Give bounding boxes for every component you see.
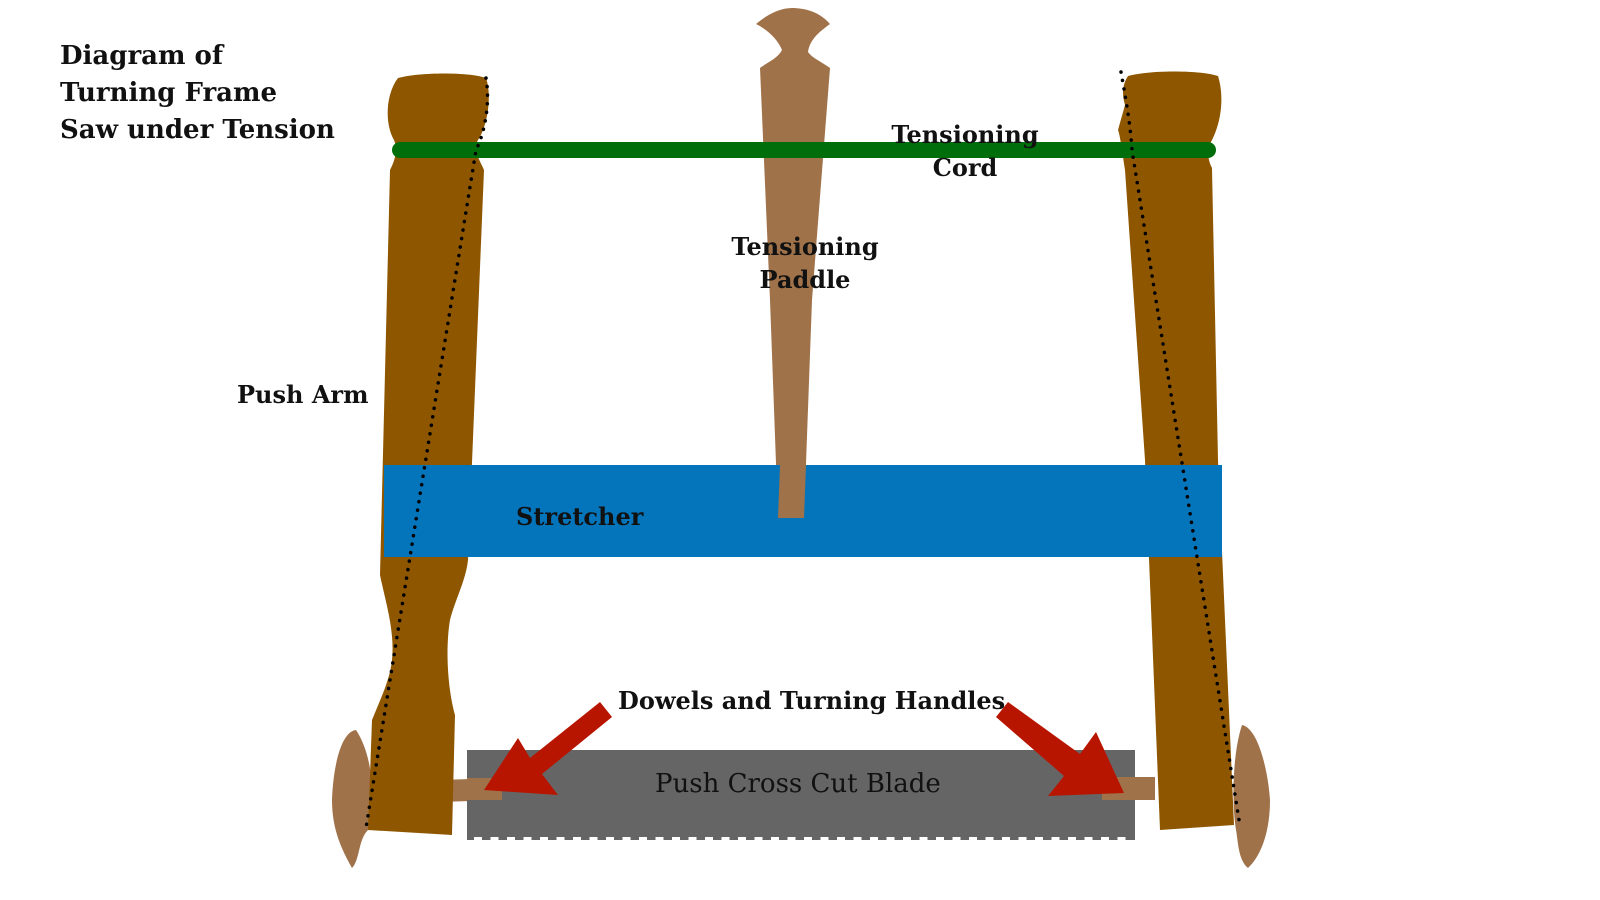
tensioning-paddle-label: Tensioning Paddle (720, 230, 890, 296)
blade-tooth-gap (771, 837, 779, 841)
blade-tooth-gap (886, 837, 895, 841)
left-turning-handle (332, 730, 373, 868)
tensioning-cord-label-line-2: Cord (932, 153, 998, 182)
blade-tooth-gap (952, 837, 961, 841)
blade-tooth-gap (540, 837, 548, 841)
blade-tooth-gap (1018, 837, 1027, 841)
blade-tooth-gap (754, 837, 763, 841)
right-turning-handle (1233, 725, 1270, 868)
blade-tooth-gap (903, 837, 911, 841)
title-line-3: Saw under Tension (60, 115, 335, 145)
tensioning-cord-label-line-1: Tensioning (891, 120, 1039, 149)
blade-tooth-gap (589, 837, 598, 841)
right-arrow (996, 702, 1124, 796)
blade-tooth-gap (1068, 837, 1076, 841)
blade-tooth-gap (985, 837, 994, 841)
blade-tooth-gap (507, 837, 515, 841)
blade-tooth-gap (870, 837, 878, 841)
blade-tooth-gap (738, 837, 746, 841)
blade-tooth-gap (655, 837, 664, 841)
blade-tooth-gap (1002, 837, 1010, 841)
blade-tooth-gap (639, 837, 647, 841)
blade-tooth-gap (573, 837, 581, 841)
blade-tooth-gap (1117, 837, 1126, 841)
left-arrow (484, 702, 612, 795)
tensioning-paddle (756, 8, 830, 518)
blade-tooth-gap (721, 837, 730, 841)
tensioning-paddle-label-line-2: Paddle (759, 265, 851, 294)
dowels-handles-label: Dowels and Turning Handles (618, 686, 1006, 715)
blade-tooth-gap (1035, 837, 1043, 841)
title-line-1: Diagram of (60, 41, 224, 71)
blade-teeth (474, 837, 1126, 841)
blade-tooth-gap (1101, 837, 1109, 841)
blade-label: Push Cross Cut Blade (655, 769, 941, 799)
blade-tooth-gap (837, 837, 845, 841)
right-dotted-line (1119, 70, 1242, 828)
blade-tooth-gap (1084, 837, 1093, 841)
blade-tooth-gap (820, 837, 829, 841)
right-push-arm (1118, 71, 1234, 830)
stretcher-label: Stretcher (516, 502, 644, 531)
blade-tooth-gap (474, 837, 482, 841)
blade-tooth-gap (672, 837, 680, 841)
tensioning-cord-label: Tensioning Cord (880, 118, 1050, 184)
blade-tooth-gap (853, 837, 862, 841)
blade-tooth-gap (523, 837, 532, 841)
left-dotted-line (364, 76, 490, 830)
tensioning-paddle-label-line-1: Tensioning (731, 232, 879, 261)
blade-tooth-gap (556, 837, 565, 841)
blade-tooth-gap (787, 837, 796, 841)
blade-tooth-gap (490, 837, 499, 841)
blade (467, 750, 1135, 840)
diagram-title: Diagram of Turning Frame Saw under Tensi… (60, 38, 335, 149)
blade-tooth-gap (622, 837, 631, 841)
blade-tooth-gap (606, 837, 614, 841)
blade-tooth-gap (936, 837, 944, 841)
blade-tooth-gap (705, 837, 713, 841)
paddle-tip (778, 465, 806, 518)
blade-tooth-gap (919, 837, 928, 841)
push-arm-label: Push Arm (237, 380, 369, 409)
blade-tooth-gap (688, 837, 697, 841)
blade-tooth-gap (804, 837, 812, 841)
blade-tooth-gap (1051, 837, 1060, 841)
title-line-2: Turning Frame (60, 78, 278, 108)
blade-tooth-gap (969, 837, 977, 841)
